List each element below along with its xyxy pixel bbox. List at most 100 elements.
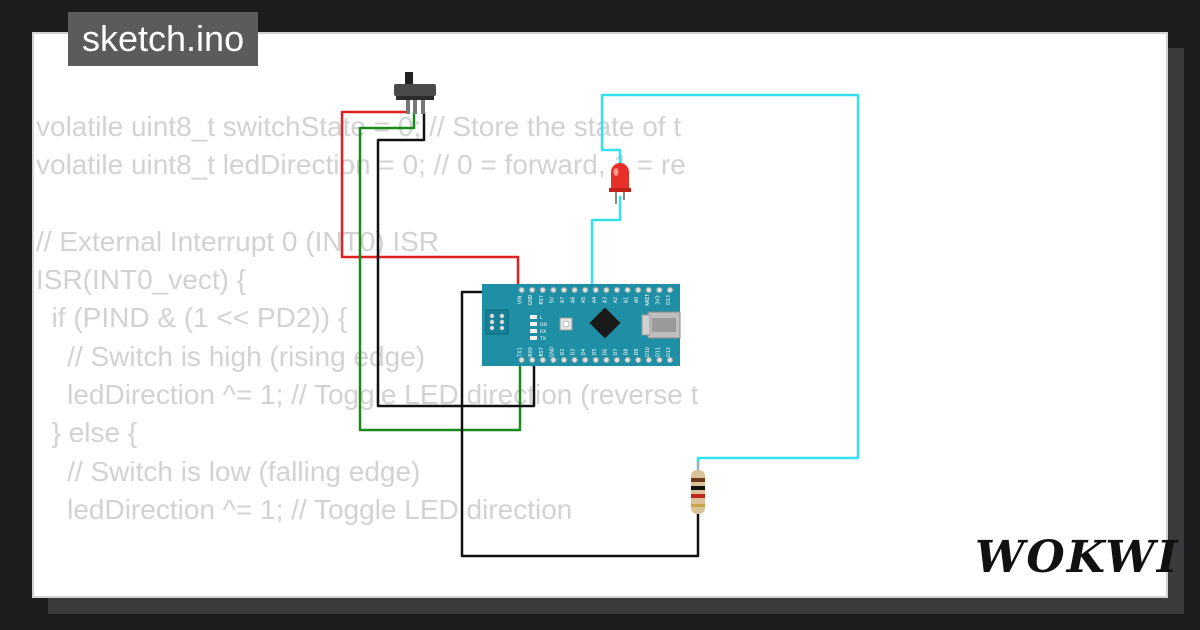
pin-hole[interactable] xyxy=(550,286,557,294)
pin-hole[interactable] xyxy=(582,286,589,294)
pin-label: TX1 xyxy=(518,347,524,357)
status-led-label: L xyxy=(540,315,543,321)
pin-label: GND xyxy=(528,294,534,305)
pin-hole[interactable] xyxy=(560,356,568,364)
pin-label: A3 xyxy=(602,297,608,303)
led-lens xyxy=(611,163,629,190)
wokwi-logo: WOKWI xyxy=(975,532,1177,583)
pin-hole[interactable] xyxy=(635,286,642,294)
pin-hole[interactable] xyxy=(592,286,599,294)
wire-green[interactable] xyxy=(358,112,538,432)
pin-label: AREF xyxy=(645,294,651,307)
pin-label: D6 xyxy=(602,349,608,356)
sketch-file-tab[interactable]: sketch.ino xyxy=(68,12,259,66)
code-line: ISR(INT0_vect) { xyxy=(36,264,247,296)
status-led xyxy=(530,315,537,319)
pin-hole[interactable] xyxy=(571,286,578,294)
pin-label: 3V3 xyxy=(655,295,661,304)
status-led xyxy=(530,336,537,340)
pin-label: A0 xyxy=(634,297,640,303)
pin-hole[interactable] xyxy=(624,356,631,364)
wire-black-switch[interactable] xyxy=(376,112,536,408)
bottom-pin-row xyxy=(518,356,674,364)
code-line: ledDirection ^= 1; // Toggle LED directi… xyxy=(36,493,573,525)
pin-hole[interactable] xyxy=(592,356,599,364)
bottom-pin-labels: D12 D11 D10 D9 D8 D7 D6 D5 D4 D3 D2 GND RST RX0 TX1 xyxy=(518,346,672,357)
red-led[interactable] xyxy=(609,163,631,204)
pin-hole[interactable] xyxy=(624,286,631,294)
pin-label: RST xyxy=(539,295,545,304)
resistor-body xyxy=(691,470,705,514)
atmega-chip xyxy=(589,307,621,339)
code-line: } else { xyxy=(36,417,138,449)
pin-label: D5 xyxy=(592,349,598,356)
slide-switch[interactable] xyxy=(394,72,436,114)
pin-hole[interactable] xyxy=(666,356,674,364)
code-line: // External Interrupt 0 (INT0) ISR xyxy=(36,225,440,257)
pin-label: D4 xyxy=(581,349,587,356)
status-led-label: RX xyxy=(540,329,546,335)
pin-label: D8 xyxy=(624,349,630,356)
pin-hole[interactable] xyxy=(613,356,621,364)
pin-label: A6 xyxy=(571,297,577,303)
pin-label: RST xyxy=(539,347,545,356)
code-line: if (PIND & (1 << PD2)) { xyxy=(36,302,348,334)
pin-hole[interactable] xyxy=(635,356,642,364)
status-led-label: TX xyxy=(539,336,546,342)
pin-hole[interactable] xyxy=(571,356,578,364)
pin-label: D9 xyxy=(634,349,640,356)
code-line: // Switch is high (rising edge) xyxy=(36,340,426,372)
pin-hole[interactable] xyxy=(666,286,674,294)
pin-label: A7 xyxy=(560,297,566,303)
status-led-label: ON xyxy=(540,322,547,328)
pin-hole[interactable] xyxy=(656,286,663,294)
pin-label: A4 xyxy=(592,297,598,303)
pin-hole[interactable] xyxy=(550,356,557,364)
pin-label: GND xyxy=(549,346,555,357)
pin-label: D2 xyxy=(560,349,566,356)
wire-cyan-loop[interactable] xyxy=(600,93,860,470)
wire-red[interactable] xyxy=(340,110,520,292)
pin-label: D10 xyxy=(645,347,651,357)
pin-label: 5V xyxy=(549,296,555,303)
resistor[interactable] xyxy=(691,462,705,514)
pin-hole[interactable] xyxy=(539,286,546,294)
pin-label: A2 xyxy=(613,297,619,303)
icsp-header xyxy=(485,309,509,335)
pin-label: A5 xyxy=(581,297,587,303)
code-line: // Switch is low (falling edge) xyxy=(36,455,421,487)
pin-hole[interactable] xyxy=(560,286,568,294)
switch-knob[interactable] xyxy=(405,72,413,86)
pin-label: RX0 xyxy=(528,347,534,357)
pin-hole[interactable] xyxy=(539,356,546,364)
switch-body xyxy=(394,84,436,96)
pin-hole[interactable] xyxy=(518,286,525,294)
pin-hole[interactable] xyxy=(656,356,663,364)
arduino-nano-board[interactable]: D13 3V3 AREF A0 A1 A2 A3 A4 A5 A6 A7 5V RST GND VIN D1… xyxy=(482,284,681,366)
wire-black-gnd[interactable] xyxy=(460,290,700,558)
top-pin-labels: D13 3V3 AREF A0 A1 A2 A3 A4 A5 A6 A7 5V RST GND VIN xyxy=(518,294,672,307)
pin-label: A1 xyxy=(624,297,630,303)
pin-label: D12 xyxy=(666,347,672,357)
pin-label: VIN xyxy=(518,295,524,304)
pin-hole[interactable] xyxy=(529,286,536,294)
code-overlay: volatile uint8_t switchState = 0; // Sto… xyxy=(36,108,698,529)
pin-hole[interactable] xyxy=(603,286,610,294)
status-led xyxy=(530,322,537,326)
pin-hole[interactable] xyxy=(613,286,621,294)
pin-hole[interactable] xyxy=(582,356,589,364)
pin-label: D11 xyxy=(655,347,661,357)
pin-hole[interactable] xyxy=(645,286,652,294)
top-pin-row xyxy=(518,286,674,294)
pin-label: D13 xyxy=(666,295,672,305)
svg-text:WOKWI: WOKWI xyxy=(975,532,1179,583)
pin-label: D3 xyxy=(571,349,577,356)
pin-label: D7 xyxy=(613,349,619,356)
pin-hole[interactable] xyxy=(518,356,525,364)
pin-hole[interactable] xyxy=(529,356,536,364)
pin-hole[interactable] xyxy=(645,356,652,364)
pin-hole[interactable] xyxy=(603,356,610,364)
wire-cyan-led[interactable] xyxy=(590,196,622,292)
